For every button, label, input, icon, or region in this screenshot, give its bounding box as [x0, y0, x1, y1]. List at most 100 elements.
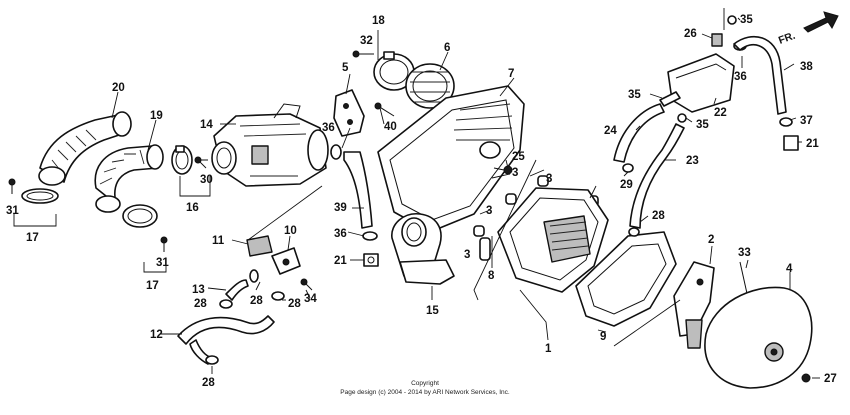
joint-6: [405, 63, 455, 109]
spacer-3-b: [537, 175, 549, 187]
hose-fitting-26: [711, 33, 723, 47]
clip-36-left: [330, 144, 342, 160]
callout-8: 8: [488, 270, 495, 282]
callout-11: 11: [212, 235, 225, 247]
intake-tube-19: [94, 144, 164, 213]
callout-17-left: 17: [26, 232, 39, 244]
callout-37: 37: [800, 115, 813, 127]
valve-10: [271, 247, 301, 275]
callout-21-mid: 21: [334, 255, 347, 267]
filter-assembly-1: [497, 187, 609, 293]
callout-23: 23: [686, 155, 699, 167]
callout-18: 18: [372, 15, 385, 27]
callout-21-right: 21: [806, 138, 819, 150]
callout-3-b: 3: [546, 173, 552, 185]
callout-28-left: 28: [194, 298, 207, 310]
callout-35-mid: 35: [628, 89, 641, 101]
screw-40: [374, 102, 395, 117]
hose-12: [177, 315, 275, 365]
spacer-3-c: [473, 225, 485, 237]
callout-7: 7: [508, 68, 514, 80]
screw-31-lower: [160, 236, 168, 252]
svg-text:FR.: FR.: [777, 30, 797, 47]
callout-3-c: 3: [486, 205, 492, 217]
hose-39: [343, 151, 373, 229]
front-arrow-icon: FR.: [777, 11, 839, 47]
callout-33: 33: [738, 247, 751, 259]
hose-23: [629, 123, 685, 229]
callout-16: 16: [186, 202, 199, 214]
spacer-3-a: [505, 193, 517, 205]
callout-28-mid: 28: [250, 295, 263, 307]
intake-tube-20: [38, 111, 132, 186]
screw-31-left: [8, 178, 16, 194]
callout-1: 1: [545, 343, 552, 355]
callout-27: 27: [824, 373, 837, 385]
callout-38: 38: [800, 61, 813, 73]
callout-12: 12: [150, 329, 163, 341]
cover-4: [704, 286, 813, 389]
clamp-16: [171, 145, 193, 175]
callout-14: 14: [200, 119, 213, 131]
callout-32: 32: [360, 35, 373, 47]
screw-30: [194, 156, 208, 164]
callout-2: 2: [708, 234, 714, 246]
air-cleaner-case-7: [377, 85, 525, 233]
clamp-band-31-right: [122, 204, 158, 228]
callout-15: 15: [426, 305, 439, 317]
callout-36-left: 36: [322, 122, 335, 134]
hose-24: [613, 103, 665, 163]
leader-lines: [13, 8, 820, 379]
callout-labels: 20 19 14 31 17 31 17 16 30 18 32 5 6 7 4…: [6, 14, 837, 389]
callout-3-a: 3: [512, 167, 518, 179]
callout-20: 20: [112, 82, 125, 94]
screw-34: [300, 278, 313, 291]
callout-13: 13: [192, 284, 205, 296]
callout-4: 4: [786, 263, 793, 275]
callout-39: 39: [334, 202, 347, 214]
callout-26: 26: [684, 28, 697, 40]
callout-36-top: 36: [734, 71, 747, 83]
callout-35-top: 35: [740, 14, 753, 26]
callout-36-mid: 36: [334, 228, 347, 240]
screw-27: [801, 373, 811, 383]
callout-28-right: 28: [288, 298, 301, 310]
callout-17-right: 17: [146, 280, 159, 292]
callout-5: 5: [342, 62, 349, 74]
fitting-21-right: [783, 135, 799, 151]
callout-6: 6: [444, 42, 450, 54]
hose-38: [733, 35, 787, 115]
callout-40: 40: [384, 121, 397, 133]
clip-37: [779, 117, 793, 127]
callout-24: 24: [604, 125, 617, 137]
callout-34: 34: [304, 293, 317, 305]
callout-9: 9: [600, 331, 606, 343]
callout-28-bottom: 28: [202, 377, 215, 389]
callout-31-lower: 31: [156, 257, 169, 269]
callout-29: 29: [620, 179, 633, 191]
bracket-5: [333, 89, 365, 137]
callout-30: 30: [200, 174, 213, 186]
callout-10: 10: [284, 225, 297, 237]
copyright-notice: Page design (c) 2004 - 2014 by ARI Netwo…: [340, 389, 510, 396]
callout-25: 25: [512, 151, 525, 163]
clip-36-mid: [362, 231, 378, 241]
clip-28-small: [219, 269, 285, 309]
connecting-tube-14: [211, 103, 329, 187]
funnel-15: [391, 213, 455, 285]
callout-35-lower: 35: [696, 119, 709, 131]
hose-13: [225, 279, 249, 301]
hose-35-mid: [659, 91, 681, 107]
clip-28-right: [628, 227, 640, 237]
clamp-band-31-left: [21, 188, 59, 204]
callout-28-upper-right: 28: [652, 210, 665, 222]
callout-3-d: 3: [464, 249, 470, 261]
callout-19: 19: [150, 110, 163, 122]
callout-31-left: 31: [6, 205, 19, 217]
clip-29: [622, 163, 634, 173]
copyright-heading: Copyright: [411, 380, 439, 387]
reservoir-22: [667, 53, 735, 113]
screw-32: [352, 50, 374, 58]
tube-8: [479, 237, 491, 261]
